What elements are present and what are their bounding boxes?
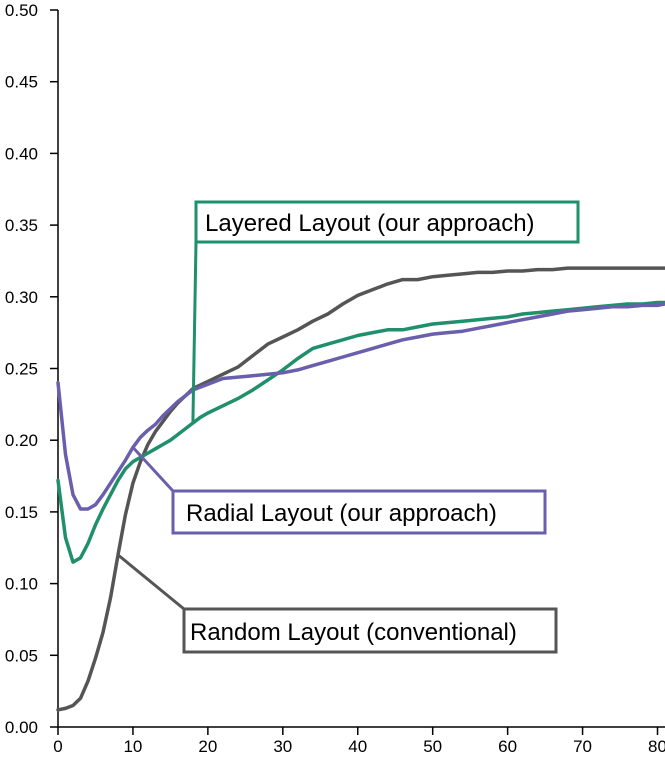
layered-layout-callout-box [194,200,580,244]
random-layout-series-line [56,266,665,712]
y-tick-label: 0.15 [5,503,38,522]
x-tick-label: 20 [198,737,217,756]
y-tick-label: 0.50 [5,1,38,20]
random-layout-callout-box [182,607,558,654]
y-tick-label: 0.30 [5,288,38,307]
y-tick-label: 0.05 [5,646,38,665]
y-tick-label: 0.20 [5,431,38,450]
x-tick-label: 80 [648,737,665,756]
x-tick-label: 40 [348,737,367,756]
x-tick-label: 30 [273,737,292,756]
radial-layout-callout-box [171,489,547,535]
y-tick-label: 0.25 [5,360,38,379]
layered-layout-series-line [56,300,665,564]
y-tick-label: 0.10 [5,575,38,594]
y-tick-label: 0.00 [5,718,38,737]
x-tick-label: 70 [573,737,592,756]
random-layout-callout-leader-line [117,553,185,611]
x-tick-label: 50 [423,737,442,756]
x-tick-label: 60 [498,737,517,756]
y-tick-label: 0.40 [5,144,38,163]
radial-layout-callout-label: Radial Layout (our approach) [186,500,497,527]
series-lines [56,266,665,712]
y-tick-label: 0.45 [5,73,38,92]
x-tick-label: 0 [53,737,62,756]
callouts: Layered Layout (our approach) Radial Layo… [117,200,580,654]
random-layout-callout-label: Random Layout (conventional) [190,619,517,646]
radial-layout-callout-leader-line [131,446,175,493]
y-tick-label: 0.35 [5,216,38,235]
axes: 0.00 0.05 0.10 0.15 0.20 0.25 0.30 0.35 0.40 0.45… [5,1,665,756]
radial-layout-series-line [56,302,665,511]
x-tick-label: 10 [123,737,142,756]
layered-layout-callout-label: Layered Layout (our approach) [205,210,535,237]
